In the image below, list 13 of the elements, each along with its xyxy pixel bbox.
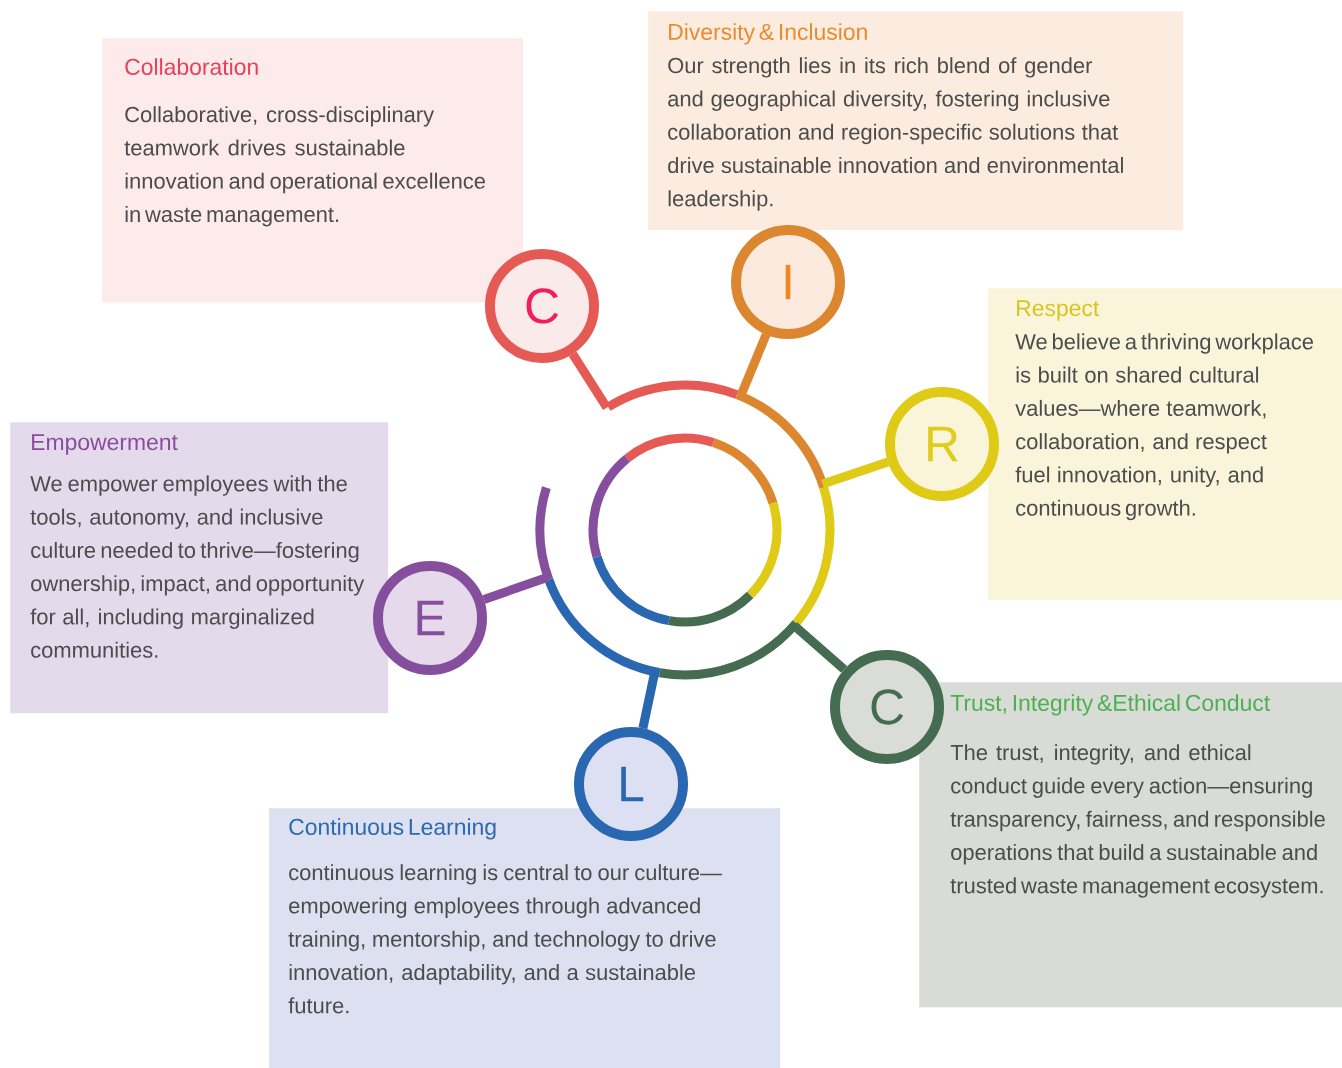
spoke-line xyxy=(568,351,611,411)
info-card: Continuous Learning continuous learning is central to our culture—empowering employees through advanced training, mentorship, and technology to drive innovation, adaptability, and a sustainable future. xyxy=(269,808,781,1068)
info-card: Collaboration Collaborative, cross-disciplinary teamwork drives sustainable innovation and operational excellence in waste management. xyxy=(102,38,524,303)
spoke-line xyxy=(821,457,890,489)
spoke-line xyxy=(791,622,848,673)
info-card: Diversity & Inclusion Our strength lies in its rich blend of gender and geographical diversity, fostering inclusive collaboration and region-specific solutions that drive sustainable innovation and environmental leadership. xyxy=(648,11,1184,231)
ring-drawing xyxy=(535,380,835,680)
spoke-line xyxy=(482,573,550,604)
info-card: Empowerment We empower employees with the tools, autonomy, and inclusive culture needed to thrive—fostering ownership, impact, and opportunity for all, including marginalized communities. xyxy=(10,422,389,714)
spoke-line xyxy=(638,671,660,730)
spoke-line xyxy=(736,332,771,398)
info-card: Trust, Integrity &Ethical Conduct The trust, integrity, and ethical conduct guide every action—ensuring transparency, fairness, and responsible operations that build a sustainable and trusted waste management ecosystem. xyxy=(919,682,1342,1008)
info-card: Respect We believe a thriving workplace is built on shared cultural values—where teamwork, collaboration, and respect fuel innovation, unity, and continuous growth. xyxy=(988,288,1342,601)
